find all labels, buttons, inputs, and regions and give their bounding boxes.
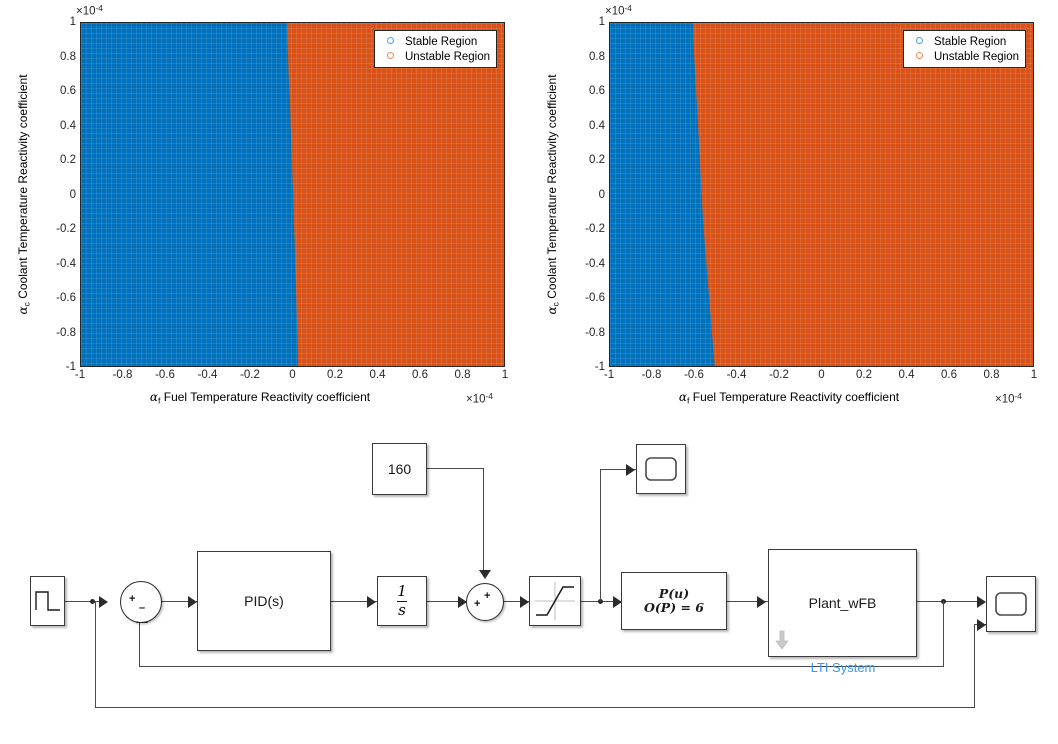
- wire-feedback1-left: [139, 666, 944, 668]
- y-axis-exponent-right: ×10-4: [605, 4, 632, 18]
- step-input-icon: [35, 591, 60, 611]
- junction-dot-step: [90, 599, 95, 604]
- legend-left[interactable]: Stable Region Unstable Region: [374, 30, 498, 68]
- plot-area-left: [80, 22, 505, 367]
- wire-feedback2-up: [95, 601, 97, 708]
- x-axis-label-right: αf Fuel Temperature Reactivity coefficie…: [678, 390, 900, 406]
- wire-feedback1-down: [943, 601, 945, 667]
- arrow-into-sum2-top: [479, 570, 491, 579]
- sum1-plus-sign: +: [129, 593, 136, 605]
- plot-area-right: [609, 22, 1034, 367]
- y-axis-label-right: αc Coolant Temperature Reactivity coeffi…: [545, 74, 561, 315]
- legend-right[interactable]: Stable Region Unstable Region: [903, 30, 1027, 68]
- polynomial-line2: O(P) = 6: [644, 600, 704, 615]
- legend-item-stable: Stable Region: [908, 34, 1019, 49]
- wire-feedback1-up: [139, 620, 141, 667]
- x-axis-label-left: αf Fuel Temperature Reactivity coefficie…: [149, 390, 371, 406]
- unstable-marker-icon: [379, 51, 401, 62]
- wire-constant-down: [483, 468, 485, 573]
- stability-map-chart-right: ×10-4 αc Coolant Temperature Reactivity …: [545, 4, 1038, 406]
- wire-feedback2-left: [95, 707, 975, 709]
- wire-feedback2-down: [974, 624, 976, 708]
- plant-block[interactable]: Plant_wFB: [768, 549, 917, 657]
- pid-controller-block[interactable]: PID(s): [197, 551, 331, 651]
- sum-block-bias[interactable]: + +: [466, 583, 504, 621]
- scope-icon: [645, 457, 677, 481]
- wire-sum2-to-saturation: [501, 601, 529, 603]
- saturation-icon: [535, 582, 575, 620]
- integrator-denominator: s: [398, 600, 406, 619]
- y-tick-labels-right: 1 0.8 0.6 0.4 0.2 0 -0.2 -0.4 -0.6 -0.8 …: [585, 16, 605, 373]
- wire-to-top-scope: [600, 469, 636, 471]
- y-axis-label-left: αc Coolant Temperature Reactivity coeffi…: [16, 74, 32, 315]
- legend-label-unstable: Unstable Region: [934, 50, 1020, 63]
- polynomial-block[interactable]: P(u) O(P) = 6: [621, 572, 727, 630]
- arrow-into-polyval: [613, 596, 622, 608]
- plant-annotation-label: LTI System: [810, 660, 876, 675]
- step-input-block[interactable]: [30, 576, 65, 626]
- stability-regions-left: [81, 23, 504, 366]
- y-tick-labels-left: 1 0.8 0.6 0.4 0.2 0 -0.2 -0.4 -0.6 -0.8 …: [56, 16, 76, 373]
- arrow-into-right-scope-bottom: [977, 619, 986, 631]
- wire-sum1-to-pid: [154, 601, 197, 603]
- polynomial-line1: P(u): [658, 585, 690, 601]
- legend-label-unstable: Unstable Region: [405, 50, 491, 63]
- x-axis-exponent-left: ×10-4: [466, 392, 493, 406]
- x-axis-exponent-right: ×10-4: [995, 392, 1022, 406]
- legend-label-stable: Stable Region: [405, 35, 478, 48]
- stable-marker-icon: [908, 36, 930, 47]
- constant-block[interactable]: 160: [372, 443, 427, 495]
- wire-plant-out: [917, 601, 985, 603]
- wire-pid-to-integrator: [331, 601, 377, 603]
- wire-to-top-scope-up: [600, 469, 602, 601]
- legend-item-stable: Stable Region: [379, 34, 490, 49]
- lti-download-arrow-icon: [775, 630, 789, 650]
- arrow-into-integrator: [367, 596, 376, 608]
- arrow-into-sum1: [99, 596, 108, 608]
- scope-block-right[interactable]: [986, 576, 1036, 632]
- legend-label-stable: Stable Region: [934, 35, 1007, 48]
- wire-constant-out: [427, 468, 484, 470]
- integrator-fraction: 1 s: [397, 581, 407, 619]
- wire-polyval-to-plant: [727, 601, 768, 603]
- legend-item-unstable: Unstable Region: [908, 49, 1019, 64]
- arrow-into-saturation: [520, 596, 529, 608]
- stable-marker-icon: [379, 36, 401, 47]
- plant-block-label: Plant_wFB: [808, 594, 877, 611]
- junction-dot-saturation: [598, 599, 603, 604]
- wire-step-to-junction: [63, 601, 99, 603]
- integrator-block[interactable]: 1 s: [377, 576, 427, 626]
- integrator-numerator: 1: [397, 581, 407, 600]
- sum2-plus-top-sign: +: [484, 590, 491, 602]
- stability-map-chart-left: ×10-4 αc Coolant Temperature Reactivity …: [16, 4, 509, 406]
- unstable-marker-icon: [908, 51, 930, 62]
- arrow-into-plant: [757, 596, 766, 608]
- arrow-into-right-scope-top: [977, 596, 986, 608]
- sum1-minus-sign: –: [139, 602, 146, 614]
- saturation-block[interactable]: [529, 576, 581, 626]
- legend-item-unstable: Unstable Region: [379, 49, 490, 64]
- pid-block-label: PID(s): [244, 592, 284, 609]
- scope-block-top[interactable]: [636, 444, 686, 494]
- constant-block-label: 160: [387, 460, 412, 477]
- scope-icon: [995, 592, 1027, 616]
- sum2-plus-left-sign: +: [474, 598, 481, 610]
- y-axis-exponent-left: ×10-4: [76, 4, 103, 18]
- simulink-block-diagram: + – PID(s) 1 s 160 + +: [0, 420, 1058, 744]
- wire-integrator-to-sum2: [427, 601, 467, 603]
- sum-block-error[interactable]: + –: [120, 581, 162, 623]
- stability-regions-right: [610, 23, 1033, 366]
- arrow-into-top-scope: [626, 464, 635, 476]
- fraction-bar-icon: [397, 600, 407, 602]
- arrow-into-sum2: [458, 596, 467, 608]
- arrow-into-pid: [188, 596, 197, 608]
